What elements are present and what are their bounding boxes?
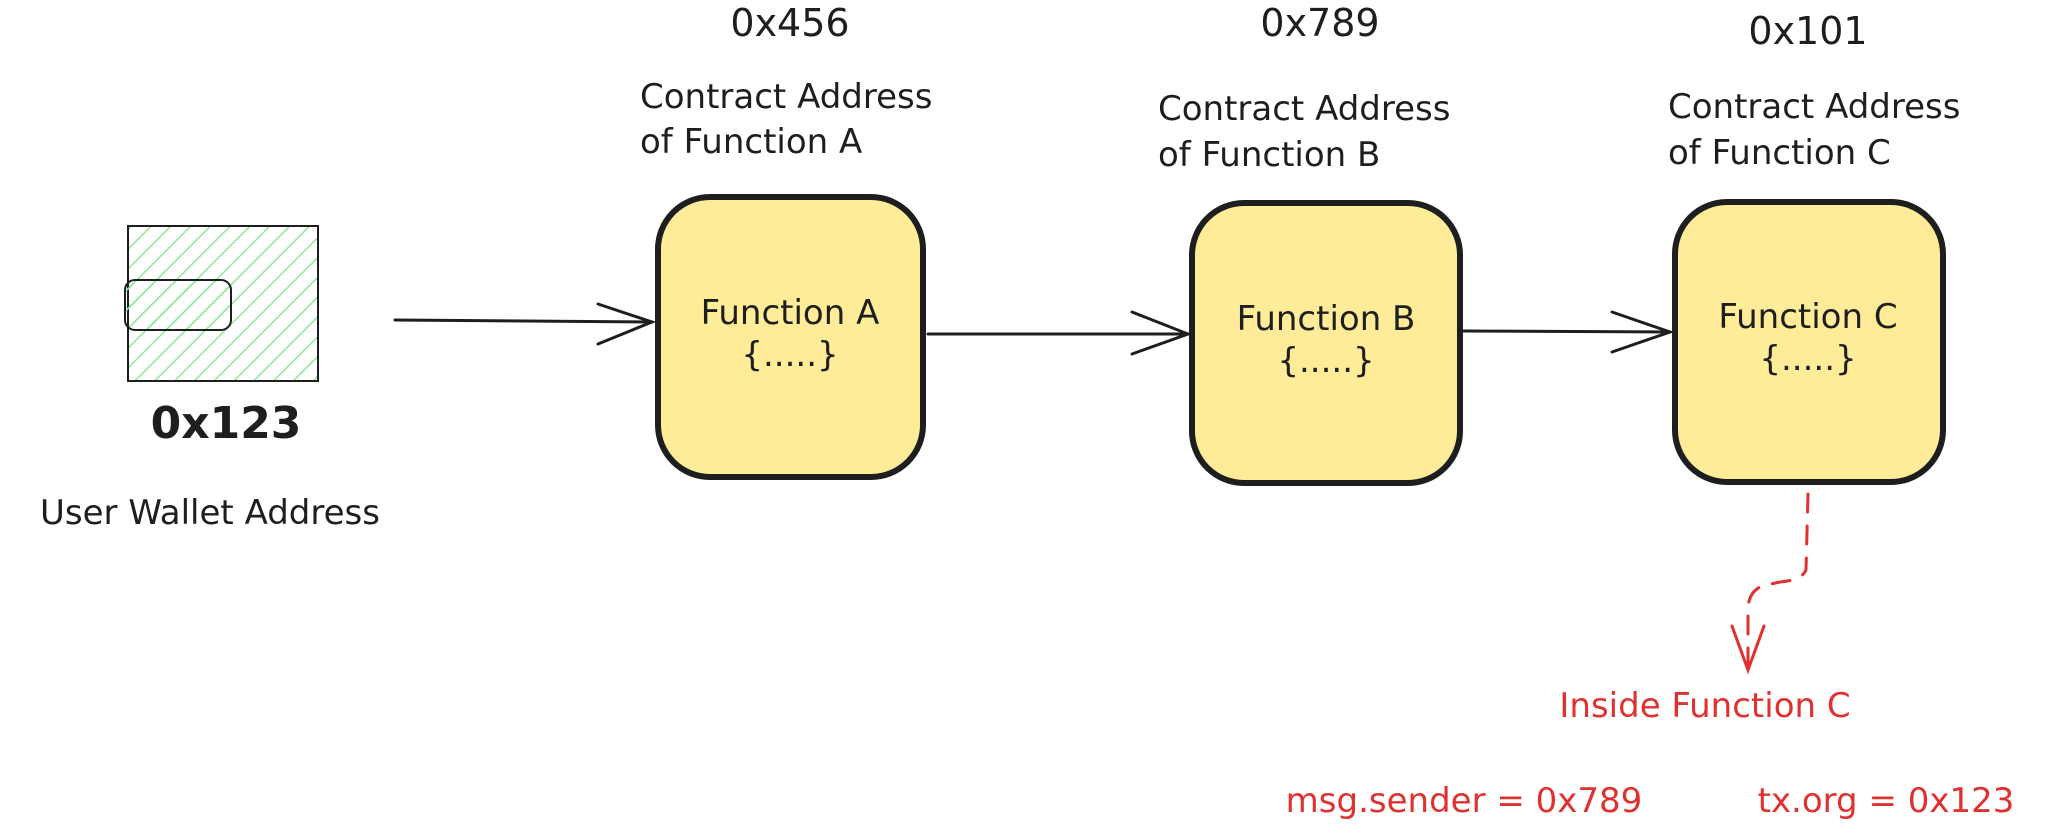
wallet-address: 0x123 [151,398,302,449]
contract-b-label-line2: of Function B [1158,135,1380,175]
wallet-icon [124,225,319,382]
inside-function-c-title: Inside Function C [1559,686,1850,726]
dashed-arrow-head [1730,624,1766,675]
function-b-box [1189,200,1463,486]
function-c-box [1672,199,1946,485]
contract-a-label-line1: Contract Address [640,77,932,117]
arrow-b-to-c [1462,310,1675,354]
contract-c-label-line2: of Function C [1668,133,1891,173]
contract-a-address: 0x456 [730,1,849,45]
function-b-name: Function B [1237,299,1416,339]
function-a-name: Function A [701,293,880,333]
arrow-a-to-b [926,310,1193,356]
tx-origin-value: tx.org = 0x123 [1758,781,2015,821]
function-a-box [655,194,926,480]
function-c-body: {.....} [1759,339,1856,379]
function-c-name: Function C [1718,297,1897,337]
contract-c-address: 0x101 [1748,9,1867,53]
function-a-body: {.....} [741,335,838,375]
wallet-label: User Wallet Address [40,493,380,533]
arrow-wallet-to-a [393,302,657,346]
contract-b-label-line1: Contract Address [1158,89,1450,129]
dashed-arrow-inside-c [1746,492,1810,670]
contract-c-label-line1: Contract Address [1668,87,1960,127]
function-b-body: {.....} [1277,341,1374,381]
wallet-clasp [124,279,232,331]
contract-b-address: 0x789 [1260,1,1379,45]
msg-sender-value: msg.sender = 0x789 [1286,781,1643,821]
contract-a-label-line2: of Function A [640,122,862,162]
